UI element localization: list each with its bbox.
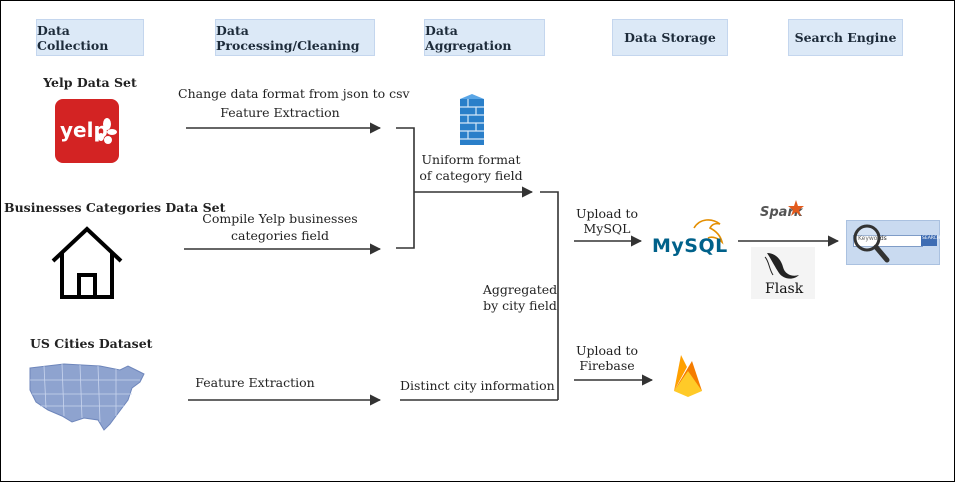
search-button: SEARCH xyxy=(921,235,941,246)
header-label: Data Collection xyxy=(37,22,109,53)
yelp-dataset-label: Yelp Data Set xyxy=(43,75,137,90)
line-aggregated-city xyxy=(540,191,559,400)
flask-logo-text: Flask xyxy=(765,281,804,297)
upload-firebase-label-line2: Firebase xyxy=(579,358,635,373)
compile-categories-label-line2: categories field xyxy=(231,228,329,243)
feature-extraction-cities-label: Feature Extraction xyxy=(195,375,315,390)
yelp-burst-icon xyxy=(98,118,117,144)
json-to-csv-label: Change data format from json to csv xyxy=(178,86,410,101)
yelp-logo: yelp xyxy=(55,99,119,163)
header-label: Search Engine xyxy=(794,30,897,45)
feature-extraction-label: Feature Extraction xyxy=(220,105,340,120)
aggregated-label-line2: by city field xyxy=(483,298,557,313)
header-data-processing: Data Processing/Cleaning xyxy=(215,19,375,56)
mysql-logo: MySQL xyxy=(650,214,730,258)
spark-star-icon xyxy=(788,200,804,216)
flask-logo: Flask xyxy=(751,247,815,299)
distinct-city-label: Distinct city information xyxy=(400,378,555,393)
header-label: Data Processing/Cleaning xyxy=(216,22,360,53)
upload-firebase-label-line1: Upload to xyxy=(575,343,639,358)
bracket-category-merge xyxy=(396,127,415,249)
search-button-text: SEARCH xyxy=(922,236,941,241)
database-icon xyxy=(460,94,484,145)
compile-categories-label-line1: Compile Yelp businesses xyxy=(202,211,358,226)
us-map-icon xyxy=(29,363,145,431)
uniform-format-label-line2: of category field xyxy=(419,168,523,183)
aggregated-label-line1: Aggregated xyxy=(482,282,558,297)
header-label: Data Aggregation xyxy=(425,22,512,53)
header-search-engine: Search Engine xyxy=(788,19,903,56)
header-data-storage: Data Storage xyxy=(612,19,728,56)
mysql-logo-text: MySQL xyxy=(652,235,728,257)
uniform-format-label-line1: Uniform format xyxy=(421,152,521,167)
header-label: Data Storage xyxy=(624,30,716,45)
upload-mysql-label-line2: MySQL xyxy=(583,221,631,236)
upload-mysql-label-line1: Upload to xyxy=(575,206,639,221)
firebase-icon xyxy=(674,355,702,397)
search-engine-graphic: Keywords SEARCH xyxy=(846,220,940,265)
flask-horn-icon xyxy=(764,253,799,279)
magnifier-icon xyxy=(853,224,890,263)
search-input-text: Keywords xyxy=(858,235,887,242)
businesses-dataset-label: Businesses Categories Data Set xyxy=(4,200,226,215)
header-data-collection: Data Collection xyxy=(36,19,144,56)
header-data-aggregation: Data Aggregation xyxy=(424,19,545,56)
mysql-dolphin-icon xyxy=(693,219,724,245)
house-icon xyxy=(51,226,123,299)
us-cities-dataset-label: US Cities Dataset xyxy=(30,336,153,351)
spark-logo: Spark xyxy=(752,196,810,226)
